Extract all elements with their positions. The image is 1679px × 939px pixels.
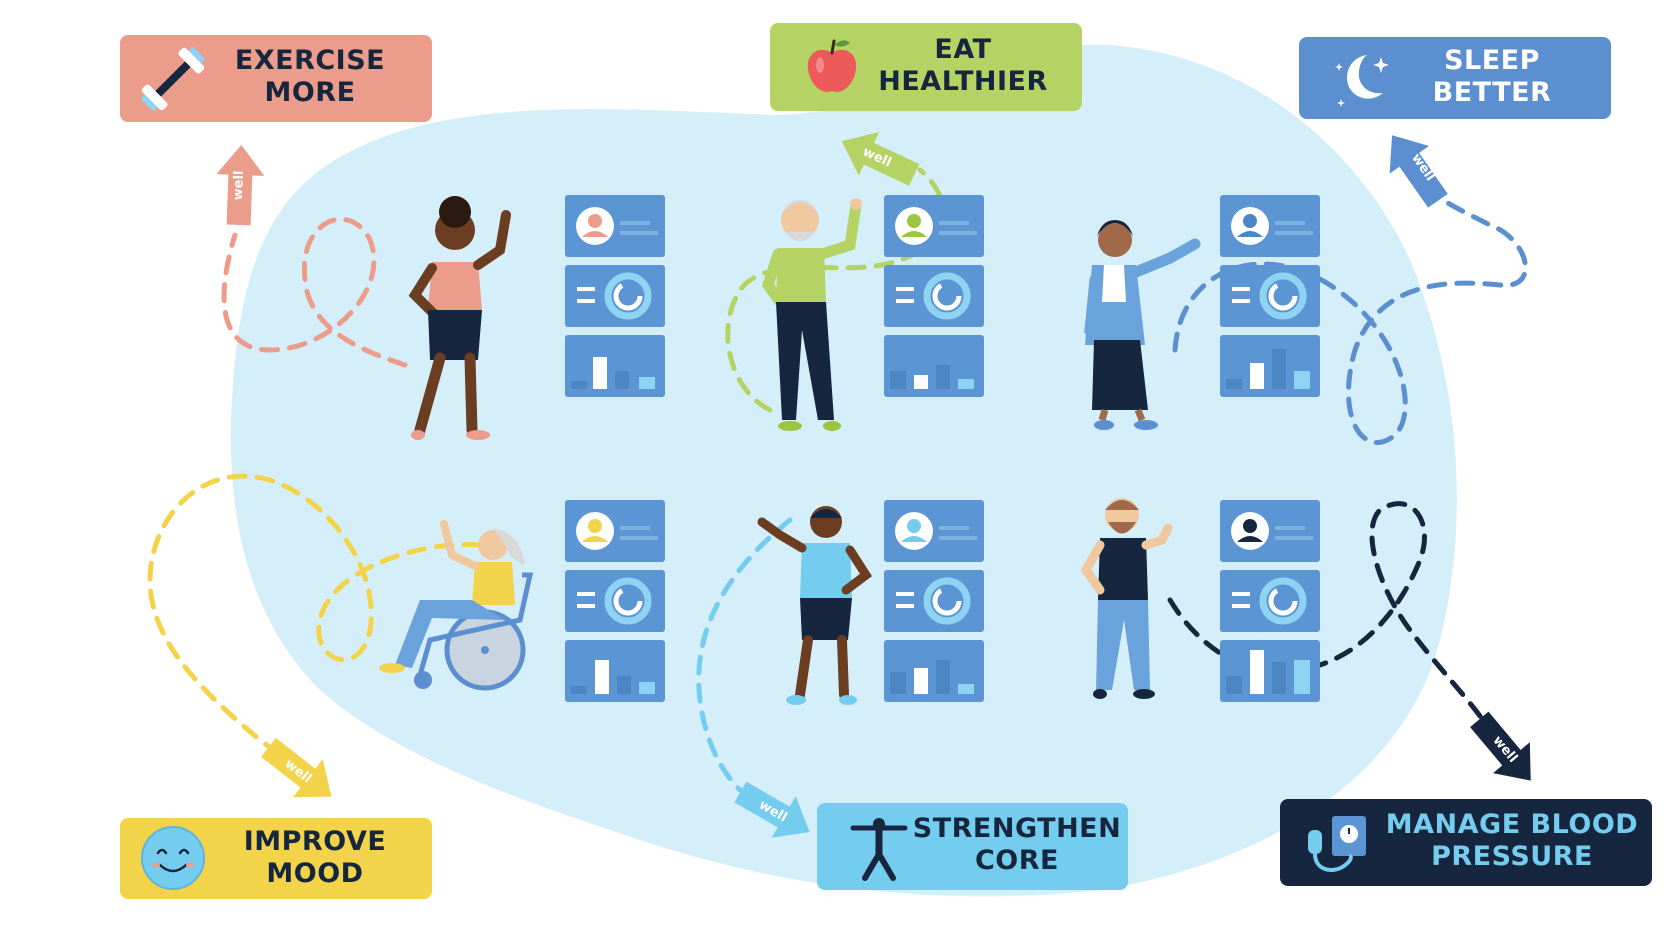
goal-exercise-line2: MORE: [264, 77, 356, 108]
dashboard-stack-6: [1220, 500, 1320, 702]
goal-sleep-better: SLEEP BETTER: [1299, 37, 1611, 119]
goal-core-line2: CORE: [974, 845, 1059, 876]
goal-core-line1: STRENGTHEN: [912, 813, 1122, 844]
arrow-core: [734, 781, 810, 838]
goal-sleep-line1: SLEEP: [1444, 45, 1540, 76]
person-older-man-green-shirt: [761, 198, 862, 431]
path-mood: [147, 473, 483, 773]
dumbbell-icon: [141, 47, 205, 111]
arrow-mood: [261, 737, 332, 798]
goal-bp-line1: MANAGE BLOOD: [1385, 809, 1639, 840]
arrow-bp: [1470, 711, 1531, 781]
arrow-eat: [841, 132, 920, 186]
person-man-light-blue-shirt: [757, 506, 873, 705]
goal-eat-line1: EAT: [934, 34, 992, 65]
arrow-brand-exercise: well: [230, 170, 247, 201]
goal-eat-line2: HEALTHIER: [878, 66, 1048, 97]
goal-manage-blood-pressure: MANAGE BLOOD PRESSURE: [1280, 799, 1652, 886]
goal-bp-line2: PRESSURE: [1431, 841, 1593, 872]
goal-mood-line2: MOOD: [266, 858, 364, 889]
goal-strengthen-core: STRENGTHEN CORE: [817, 803, 1128, 890]
apple-icon: [807, 39, 857, 92]
background-blob: [230, 44, 1457, 897]
person-woman-blue-cardigan: [1084, 220, 1201, 430]
dashboard-stack-5: [884, 500, 984, 702]
goal-exercise-line1: EXERCISE: [234, 45, 386, 76]
path-core: [696, 517, 793, 793]
goal-mood-line1: IMPROVE: [243, 826, 387, 857]
arrow-exercise: [216, 145, 265, 226]
dashboard-stack-3: [1220, 195, 1320, 397]
arrow-sleep: [1389, 135, 1448, 208]
blood-pressure-monitor-icon: [1308, 816, 1366, 872]
path-bp: [1167, 501, 1493, 733]
goal-eat-healthier: EAT HEALTHIER: [770, 23, 1082, 111]
moon-icon: [1335, 55, 1389, 107]
smiley-icon: [141, 826, 205, 890]
path-exercise: [221, 216, 408, 368]
person-woman-pink-shirt: [408, 196, 511, 440]
goal-exercise-more: EXERCISE MORE: [120, 35, 432, 122]
dashboard-stack-4: [565, 500, 665, 702]
person-bearded-man: [1080, 498, 1173, 699]
person-woman-wheelchair: [379, 520, 534, 691]
stretch-figure-icon: [850, 818, 908, 881]
dashboard-stack-2: [884, 195, 984, 397]
dashboard-stack-1: [565, 195, 665, 397]
goal-improve-mood: IMPROVE MOOD: [120, 818, 432, 899]
goal-sleep-line2: BETTER: [1432, 77, 1552, 108]
